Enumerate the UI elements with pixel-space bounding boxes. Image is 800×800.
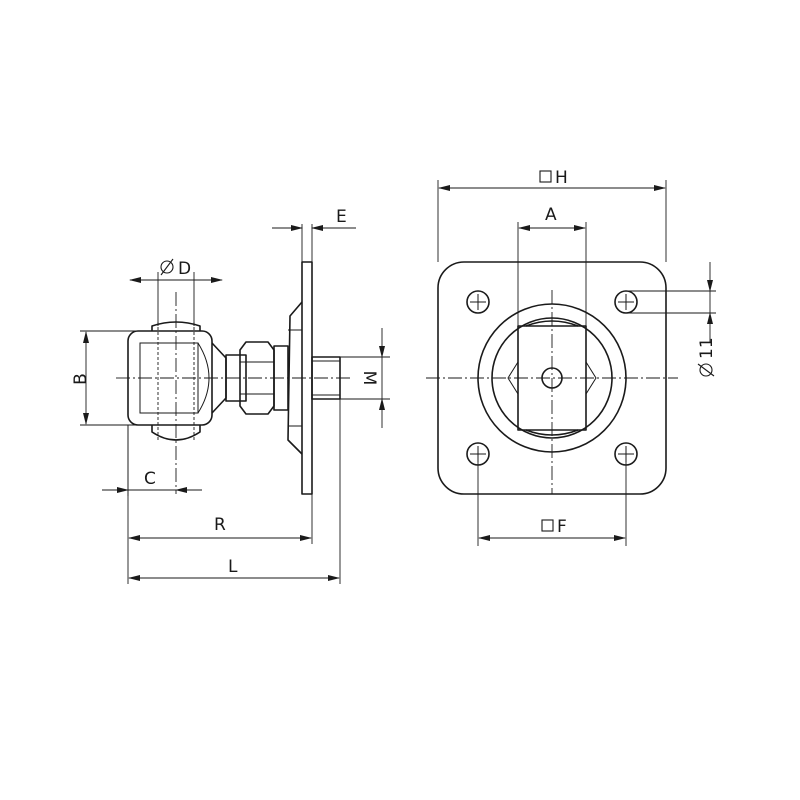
dim-b-label: B [71, 373, 91, 385]
dim-f-label: F [557, 517, 567, 537]
dimension-c: C [102, 425, 202, 496]
dim-m-label: M [359, 371, 379, 386]
dimension-e: E [272, 207, 356, 262]
dim-c-label: C [144, 469, 156, 489]
hinge-eye [127, 321, 227, 442]
front-view: H A F 11 [426, 168, 717, 546]
dim-r-label: R [214, 515, 226, 535]
threaded-bolt [225, 341, 341, 415]
dim-l-label: L [228, 557, 238, 577]
dim-e-label: E [336, 207, 347, 227]
dimension-d: D [129, 258, 223, 326]
dimension-a: A [517, 205, 587, 326]
dimension-h: H [437, 168, 667, 262]
dimension-l: L [128, 399, 341, 584]
dimension-f: F [477, 454, 627, 546]
dimension-hole: 11 [626, 262, 717, 377]
side-view: D B C E [71, 207, 390, 584]
dim-d-label: D [178, 259, 191, 279]
dim-hole-label: 11 [697, 337, 717, 359]
dim-h-label: H [555, 168, 568, 188]
dimension-r: R [127, 425, 313, 584]
dimension-m: M [340, 328, 390, 428]
dimension-b: B [71, 330, 150, 426]
dim-a-label: A [545, 205, 557, 225]
